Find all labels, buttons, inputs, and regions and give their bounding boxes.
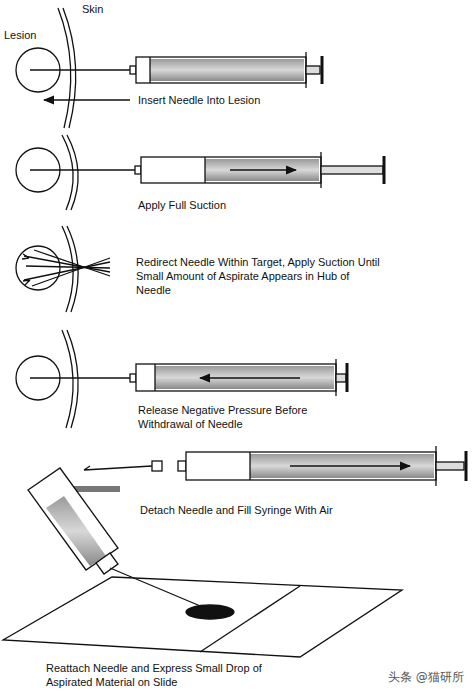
syringe bbox=[135, 152, 384, 188]
part-label: Skin bbox=[82, 2, 142, 16]
step-caption: Reattach Needle and Express Small Drop o… bbox=[46, 661, 291, 689]
step-caption: Apply Full Suction bbox=[138, 198, 338, 212]
syringe bbox=[130, 359, 347, 396]
step-caption: Detach Needle and Fill Syringe With Air bbox=[140, 503, 420, 517]
direction-arrow bbox=[44, 99, 130, 101]
detached-needle bbox=[84, 461, 162, 471]
syringe bbox=[178, 446, 466, 486]
syringe bbox=[28, 468, 205, 608]
skin bbox=[58, 8, 76, 128]
syringe bbox=[130, 52, 322, 88]
step-caption: Insert Needle Into Lesion bbox=[138, 93, 358, 107]
needle bbox=[30, 69, 130, 70]
slide bbox=[3, 577, 402, 657]
redirected-needles bbox=[22, 250, 110, 286]
needle bbox=[30, 169, 135, 170]
step-caption: Redirect Needle Within Target, Apply Suc… bbox=[136, 255, 384, 297]
part-label: Lesion bbox=[4, 28, 64, 42]
aspirate-drop bbox=[186, 605, 234, 619]
needle bbox=[30, 377, 130, 378]
watermark: 头条 @猫研所 bbox=[388, 670, 472, 684]
step-caption: Release Negative Pressure Before Withdra… bbox=[138, 403, 338, 431]
